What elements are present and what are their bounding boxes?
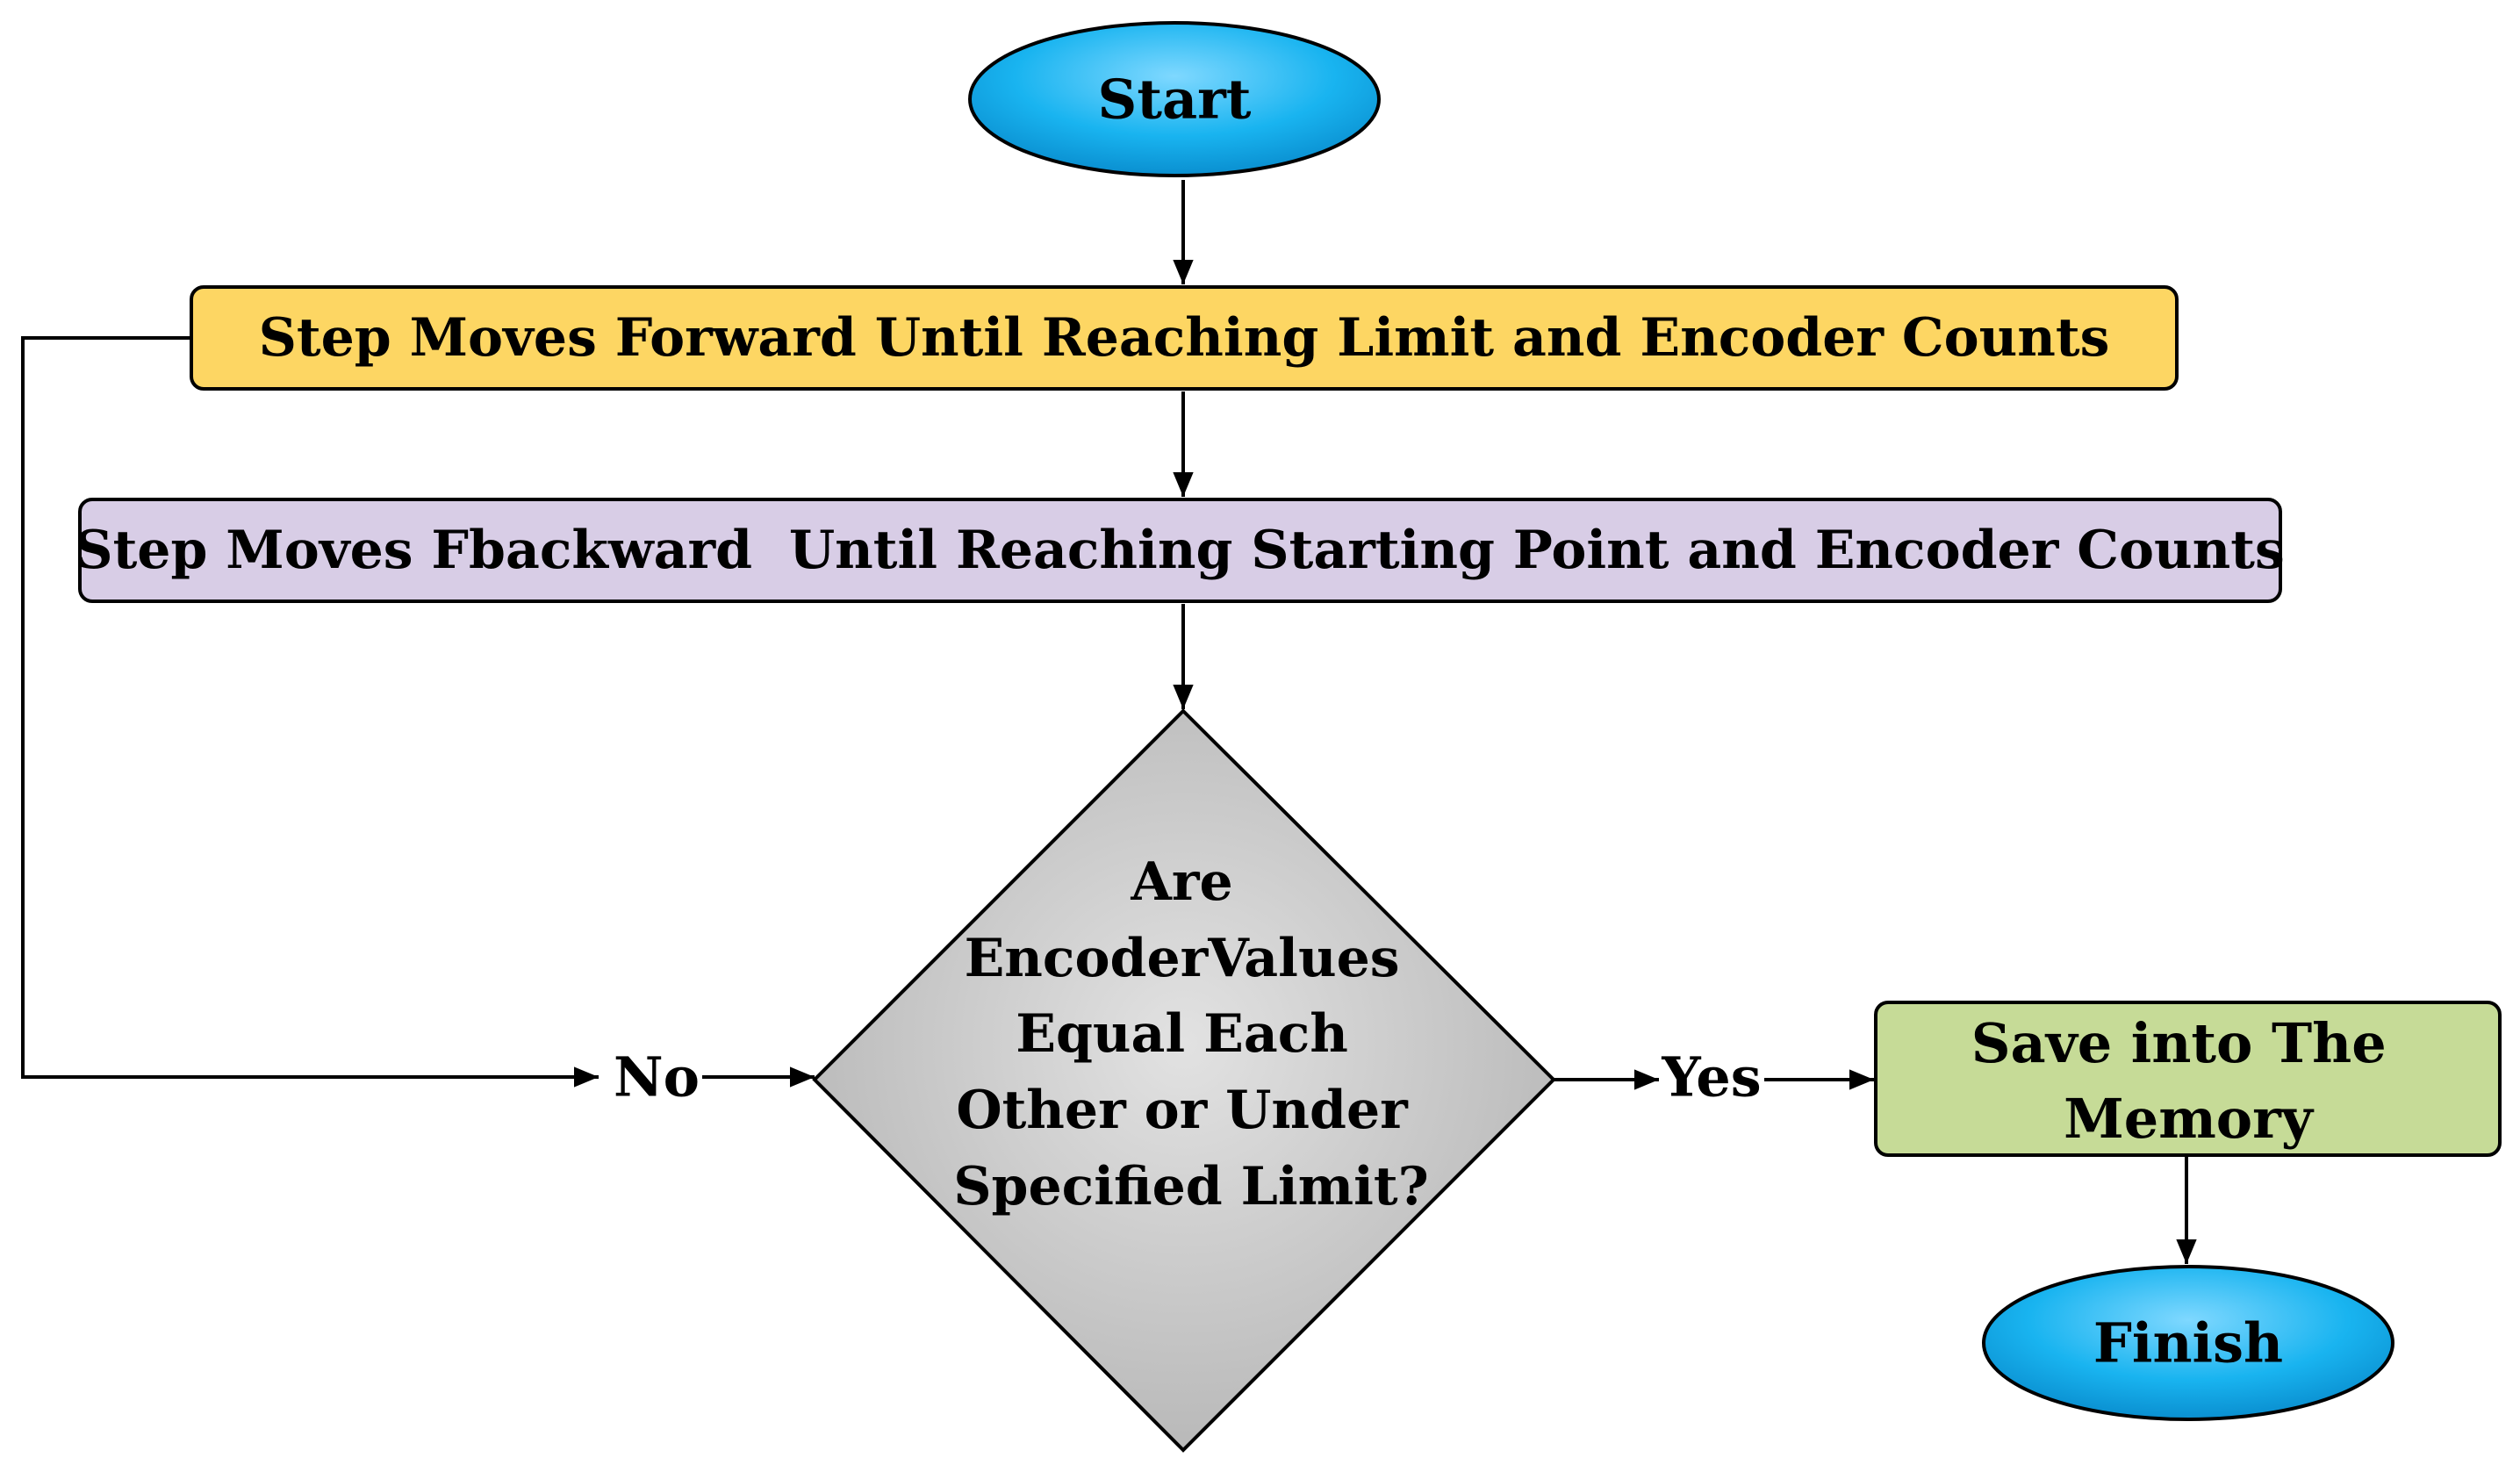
step-forward-label: Step Moves Forward Until Reaching Limit … bbox=[259, 307, 2110, 369]
save-box bbox=[1874, 1001, 2502, 1157]
yes-label: Yes bbox=[1661, 1045, 1761, 1109]
start-label: Start bbox=[1098, 68, 1252, 132]
finish-node: Finish bbox=[1982, 1265, 2394, 1421]
step-backward-label: Step Moves Fbackward Until Reaching Star… bbox=[75, 520, 2285, 581]
no-label: No bbox=[614, 1045, 700, 1109]
decision-line-2: EncoderValues bbox=[965, 928, 1400, 989]
save-line-1: Save into The bbox=[1971, 1011, 2387, 1075]
decision-line-4: Other or Under bbox=[956, 1080, 1409, 1141]
step-backward-node: Step Moves Fbackward Until Reaching Star… bbox=[75, 498, 2285, 603]
decision-label: Are EncoderValues Equal Each Other or Un… bbox=[953, 851, 1429, 1217]
decision-line-1: Are bbox=[1130, 851, 1232, 913]
decision-diamond bbox=[812, 708, 1556, 1453]
start-ellipse bbox=[968, 21, 1381, 177]
step-forward-box bbox=[190, 285, 2179, 391]
save-node: Save into The Memory bbox=[1874, 1001, 2502, 1157]
connectors bbox=[21, 180, 2197, 1264]
step-backward-box bbox=[78, 498, 2282, 603]
edge-no-loop bbox=[21, 336, 599, 1088]
decision-line-5: Specified Limit? bbox=[953, 1156, 1429, 1217]
save-line-2: Memory bbox=[2064, 1087, 2315, 1151]
decision-node: Are EncoderValues Equal Each Other or Un… bbox=[812, 708, 1556, 1453]
finish-label: Finish bbox=[2093, 1311, 2283, 1375]
finish-ellipse bbox=[1982, 1265, 2394, 1421]
decision-line-3: Equal Each bbox=[1016, 1003, 1348, 1065]
step-forward-node: Step Moves Forward Until Reaching Limit … bbox=[190, 285, 2179, 391]
start-node: Start bbox=[968, 21, 1381, 177]
save-label: Save into The Memory bbox=[1971, 1011, 2405, 1151]
